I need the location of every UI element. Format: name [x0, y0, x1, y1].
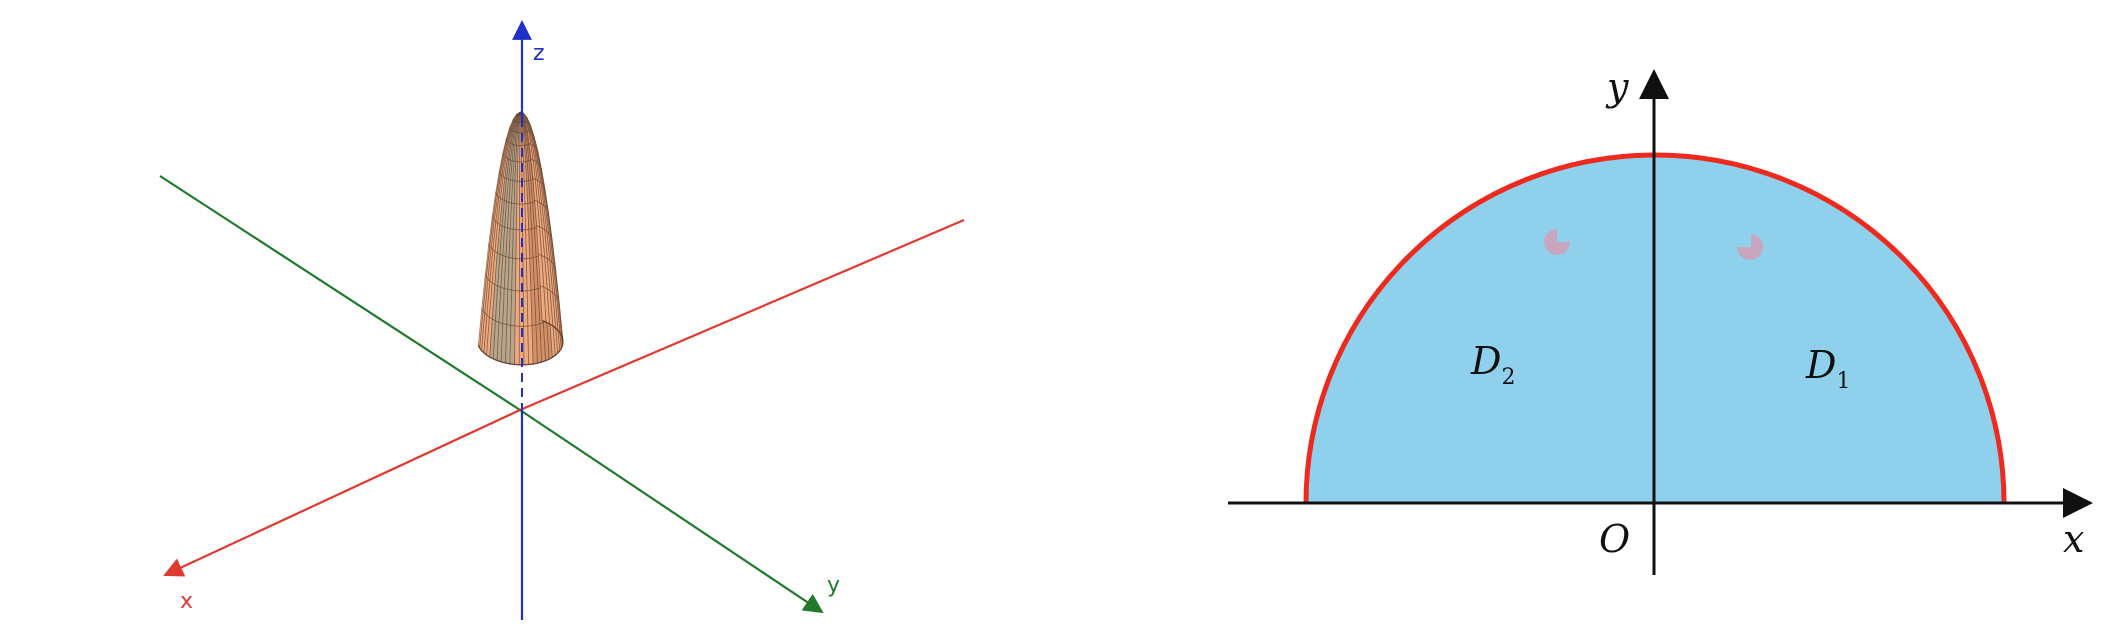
surface-patch — [515, 258, 520, 292]
semicircle-figure: x y O D2 D1 — [1228, 65, 2093, 575]
surface-patch — [515, 229, 520, 260]
origin-label: O — [1599, 517, 1630, 561]
x-axis-front — [163, 409, 521, 577]
region-mark-right — [1737, 234, 1763, 260]
surface-patch — [514, 325, 520, 366]
x-axis-back — [519, 218, 965, 412]
surface-patch — [514, 290, 520, 327]
surface-rim — [477, 319, 564, 366]
paraboloid-surface — [477, 111, 564, 366]
y-axis-back — [159, 175, 521, 411]
region-d2-label: D2 — [1470, 339, 1515, 390]
region-d1-label: D1 — [1805, 343, 1850, 394]
region-mark-left — [1544, 229, 1571, 255]
x-label-2d: x — [2063, 517, 2084, 561]
y-axis-label: y — [827, 573, 840, 598]
y-axis-front — [519, 409, 824, 614]
y-label-2d: y — [1605, 65, 1629, 109]
paraboloid-figure: z x y — [159, 20, 965, 620]
surface-patch — [516, 180, 520, 205]
x-axis-label: x — [180, 589, 193, 614]
z-axis-label: z — [533, 41, 545, 66]
